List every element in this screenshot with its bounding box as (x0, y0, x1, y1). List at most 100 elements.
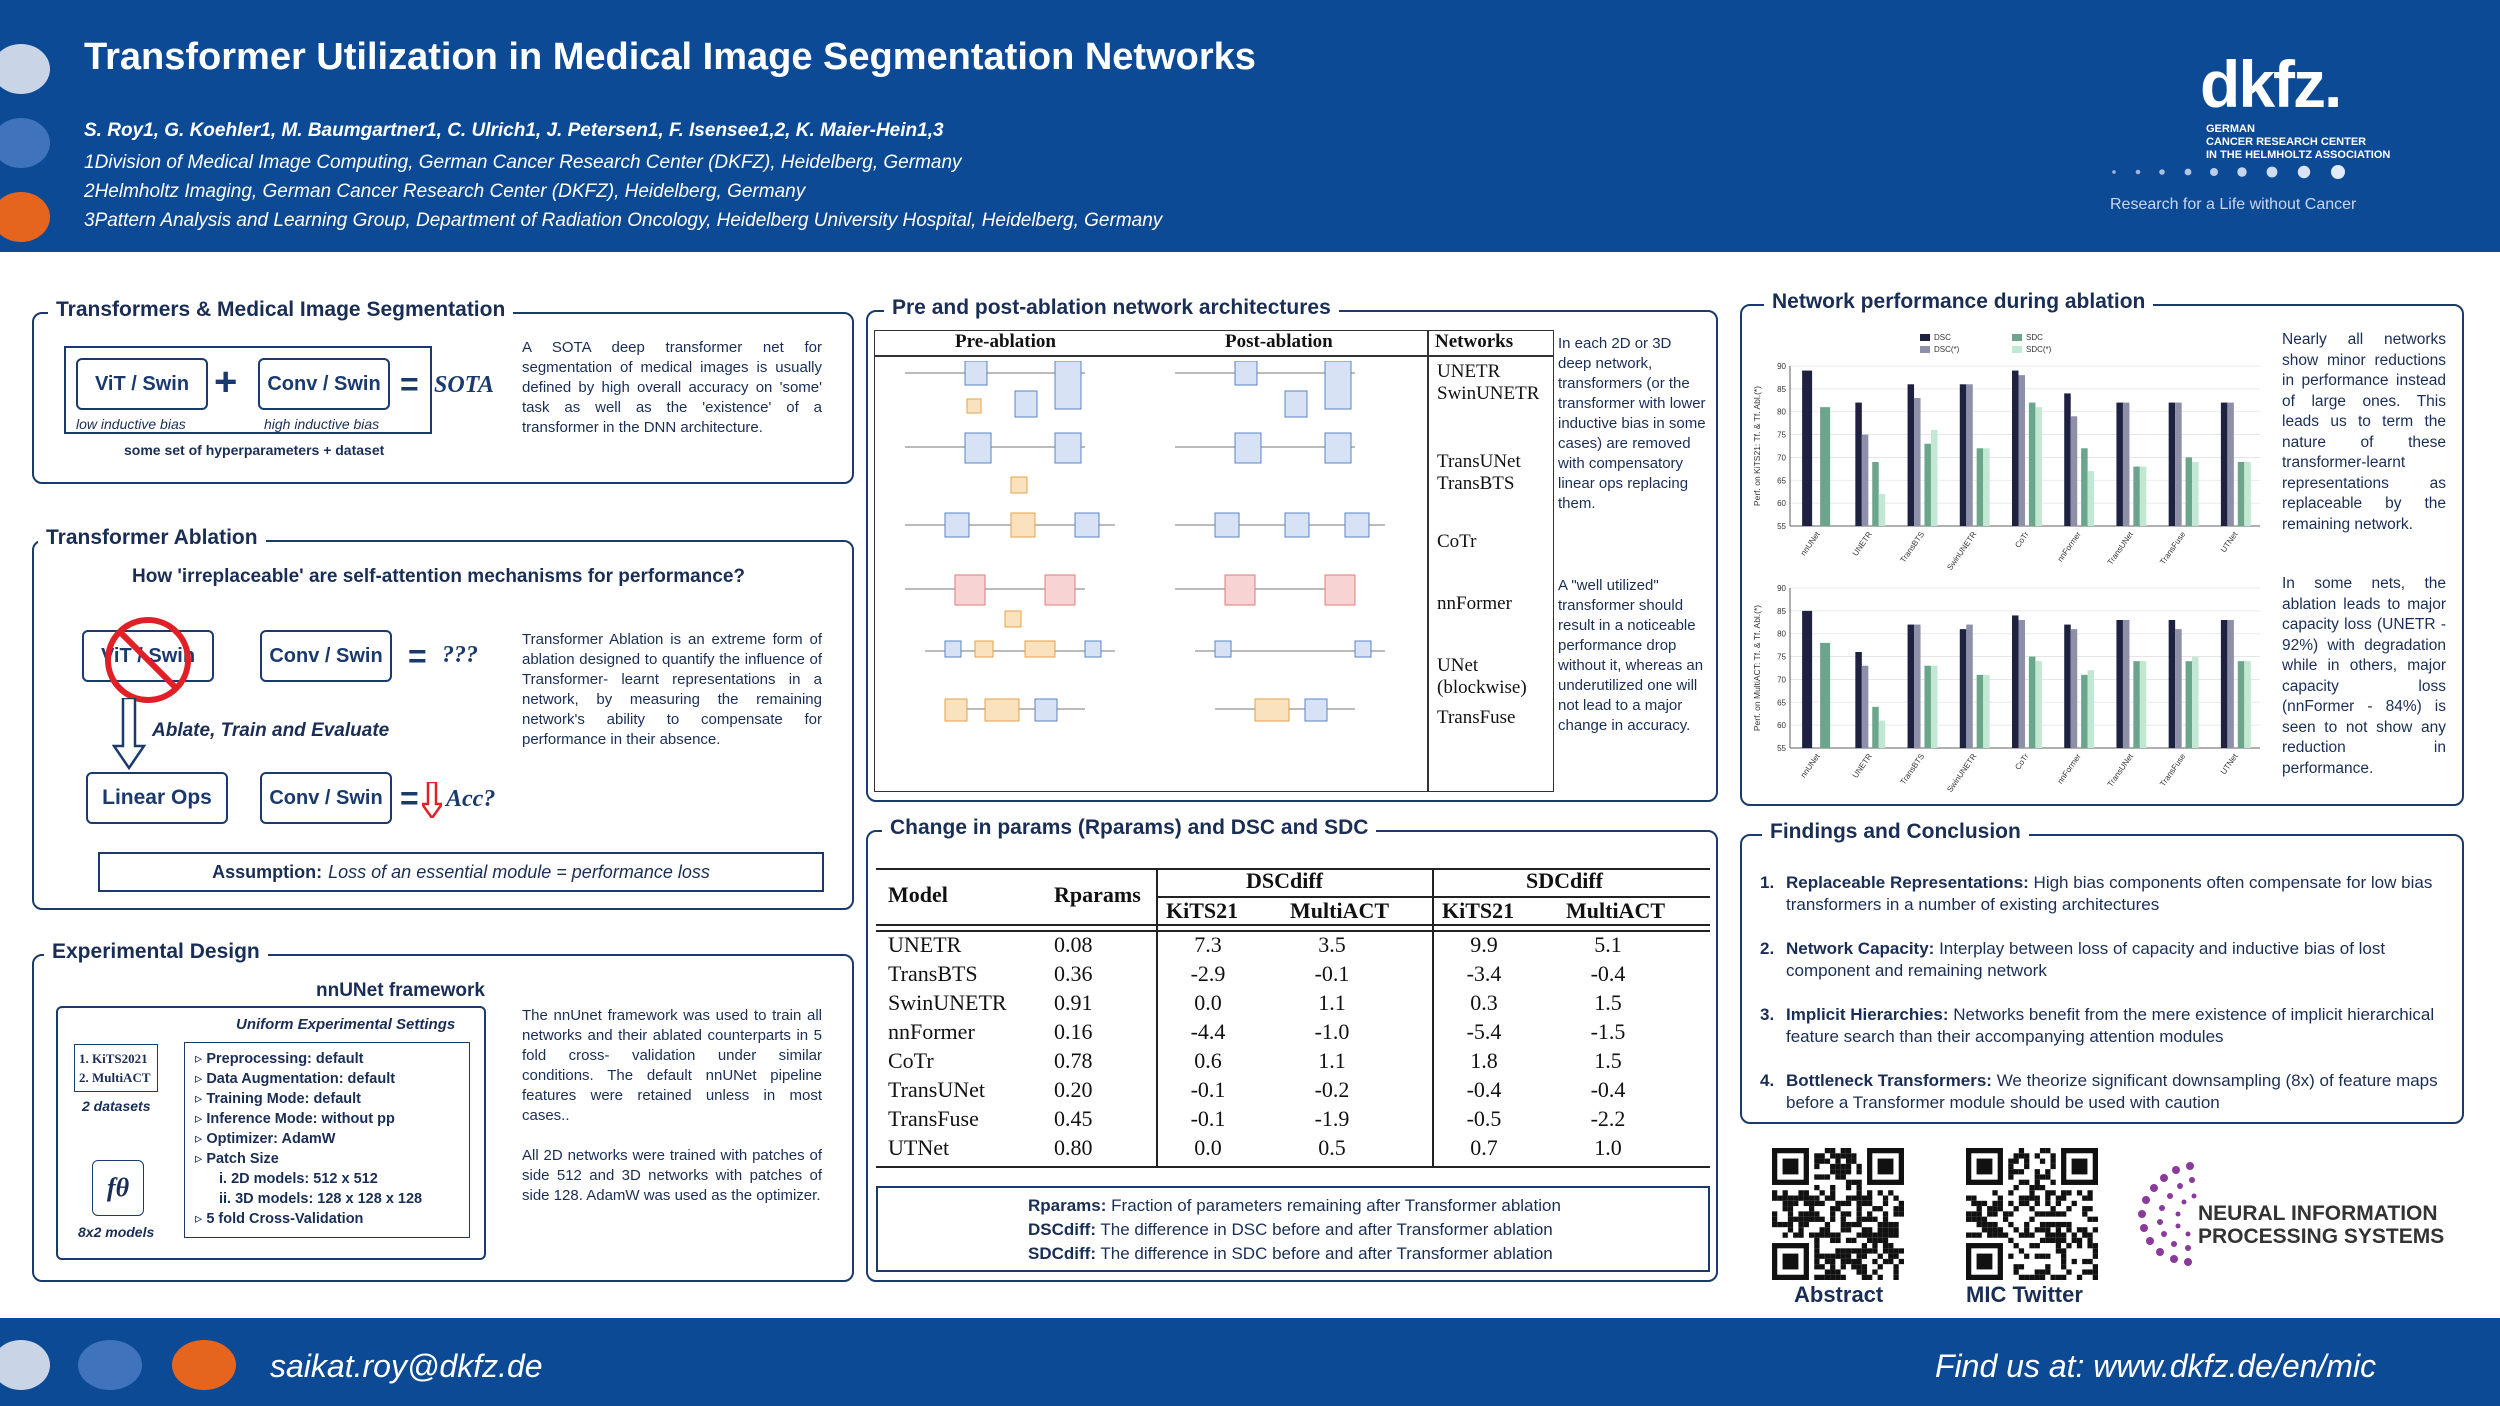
datasets-label: 2 datasets (82, 1098, 151, 1114)
contact-email[interactable]: saikat.roy@dkfz.de (270, 1348, 543, 1384)
legend-swatch (2012, 334, 2022, 341)
bar (2064, 393, 2071, 526)
equation-frame (64, 346, 432, 434)
equals-sign: = (400, 780, 419, 816)
table-col-rule (1156, 868, 1158, 1168)
bar (2081, 674, 2088, 748)
finding-body: Interplay between loss of capacity and i… (1786, 939, 2386, 980)
models-label: 8x2 models (78, 1224, 155, 1240)
value-cell: 0.36 (1054, 961, 1093, 986)
bar (2122, 402, 2130, 526)
equals-sign: = (400, 366, 419, 402)
table-bottom-rule (876, 1166, 1710, 1168)
bar (1924, 443, 1931, 526)
value-cell: -0.1 (1190, 1077, 1226, 1102)
header-dot-orange (0, 192, 50, 242)
value-cell: -2.9 (1190, 961, 1226, 986)
x-tick-label: nnUNet (1799, 751, 1822, 779)
bar (2018, 620, 2025, 748)
header-kits21: KiTS21 (1442, 898, 1515, 923)
ablation-question: How 'irreplaceable' are self-attention m… (132, 566, 746, 587)
model-name-cell: TransUNet (888, 1077, 985, 1102)
bar (2070, 416, 2078, 526)
x-tick-label: UTNet (2219, 529, 2240, 554)
setting-item: ▹ Inference Mode: without pp (195, 1111, 395, 1127)
bar (2168, 402, 2176, 526)
value-cell: 0.0 (1194, 1135, 1222, 1160)
dkfz-slogan: Research for a Life without Cancer (2110, 196, 2357, 213)
footer-banner: saikat.roy@dkfz.de Find us at: www.dkfz.… (0, 1318, 2500, 1406)
panel-title: Experimental Design (44, 940, 268, 964)
uniform-settings-label: Uniform Experimental Settings (236, 1016, 456, 1033)
twitter-qr-code[interactable] (1966, 1148, 2098, 1280)
bar (2133, 661, 2140, 748)
value-cell: 0.80 (1054, 1135, 1093, 1160)
bar (2227, 620, 2234, 748)
finding-heading: Network Capacity: (1786, 939, 1935, 958)
value-cell: -2.2 (1590, 1106, 1626, 1131)
model-name-cell: TransBTS (888, 961, 978, 986)
panel-architectures: Pre and post-ablation network architectu… (866, 296, 1718, 802)
author-list: S. Roy1, G. Koehler1, M. Baumgartner1, C… (84, 120, 944, 141)
panel-params-table: Change in params (Rparams) and DSC and S… (866, 816, 1718, 1282)
value-cell: 0.91 (1054, 990, 1093, 1015)
value-cell: 0.16 (1054, 1019, 1093, 1044)
bar (2175, 629, 2182, 748)
website-link[interactable]: Find us at: www.dkfz.de/en/mic (1935, 1348, 2377, 1384)
table-top-rule (876, 868, 1710, 870)
panel-title: Transformer Ablation (38, 526, 266, 550)
value-cell: 0.78 (1054, 1048, 1093, 1073)
panel3-text-2: All 2D networks were trained with patche… (522, 1147, 822, 1204)
value-cell: 0.3 (1470, 990, 1498, 1015)
abstract-qr-code[interactable] (1772, 1148, 1904, 1280)
header-dot-blue (0, 118, 50, 168)
y-tick-label: 55 (1777, 744, 1786, 753)
networks-header: Networks (1435, 331, 1514, 352)
architecture-diagrams (905, 361, 1385, 722)
bar (1914, 398, 1921, 526)
affiliation-1: 1Division of Medical Image Computing, Ge… (84, 152, 962, 173)
finding-body: High bias components often compensate fo… (1786, 873, 2433, 914)
header-dscdiff: DSCdiff (1246, 868, 1324, 893)
bar (2064, 624, 2071, 748)
bar (2028, 402, 2036, 526)
vit-swin-box: ViT / Swin (76, 358, 208, 410)
value-cell: 0.45 (1054, 1106, 1093, 1131)
value-cell: 1.5 (1594, 1048, 1622, 1073)
model-box: fθ (92, 1160, 144, 1216)
value-cell: 0.20 (1054, 1077, 1093, 1102)
table-header-rule (876, 924, 1710, 926)
accuracy-question: Acc? (446, 786, 496, 812)
finding-number: 3. (1760, 1005, 1775, 1024)
y-tick-label: 65 (1777, 476, 1786, 485)
value-cell: 0.0 (1194, 990, 1222, 1015)
finding-item: 2.Network Capacity: Interplay between lo… (1760, 938, 2440, 982)
panel6-text-1: Nearly all networks show minor reduction… (2282, 331, 2446, 533)
header-multiact: MultiACT (1290, 898, 1389, 923)
y-tick-label: 90 (1777, 362, 1786, 371)
y-tick-label: 75 (1777, 431, 1786, 440)
bar (1924, 665, 1931, 748)
network-cotr: CoTr (1437, 531, 1477, 552)
bar (1959, 629, 1967, 748)
bar (2133, 466, 2140, 526)
bar (2116, 402, 2123, 526)
header-kits21: KiTS21 (1166, 898, 1239, 923)
conv-swin-box: Conv / Swin (260, 630, 392, 682)
model-name-cell: UNETR (888, 932, 962, 957)
footer-dot-blue (78, 1340, 142, 1390)
value-cell: -3.4 (1466, 961, 1502, 986)
value-cell: 0.6 (1194, 1048, 1222, 1073)
bar (2192, 656, 2199, 748)
panel-experimental-design: Experimental Design nnUNet framework Uni… (32, 940, 854, 1282)
value-cell: 1.5 (1594, 990, 1622, 1015)
bar (1878, 720, 1886, 748)
network-utnet-blockwise: (blockwise) (1437, 677, 1527, 698)
bar (2012, 370, 2019, 526)
y-tick-label: 60 (1777, 499, 1786, 508)
finding-body: Networks benefit from the mere existence… (1786, 1005, 2435, 1046)
panel2-text: Transformer Ablation is an extreme form … (522, 631, 822, 748)
network-swinunetr: SwinUNETR (1437, 383, 1540, 404)
x-tick-label: CoTr (2013, 752, 2031, 772)
down-arrow-icon (112, 698, 146, 770)
